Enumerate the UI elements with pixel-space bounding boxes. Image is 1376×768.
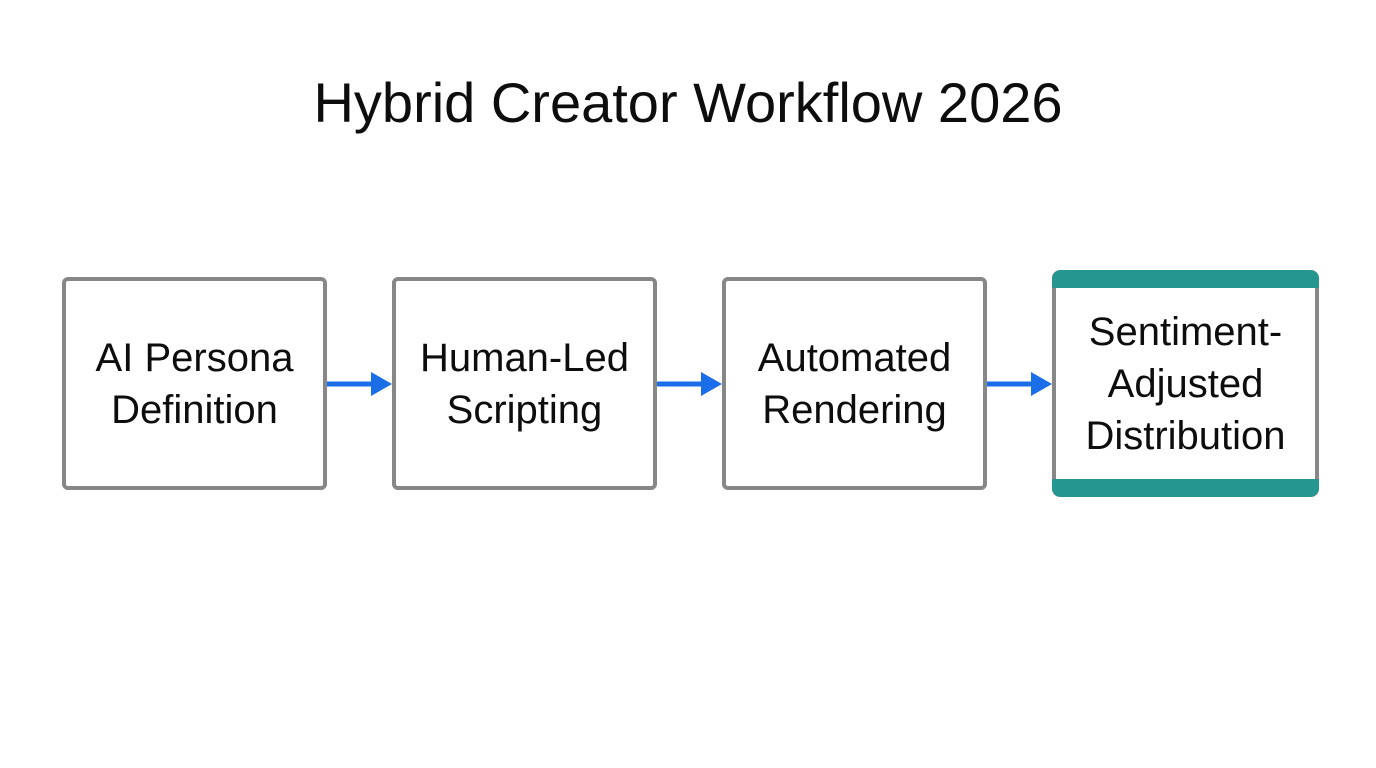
highlight-bar-bottom (1052, 479, 1319, 497)
flow-connector (327, 371, 392, 397)
flow-row: AI Persona Definition Human-Led Scriptin… (62, 270, 1319, 497)
node-label-area: Sentiment- Adjusted Distribution (1056, 288, 1315, 479)
node-label: Human-Led Scripting (419, 335, 629, 432)
flow-node-human-led-scripting: Human-Led Scripting (392, 277, 657, 490)
flow-node-automated-rendering: Automated Rendering (722, 277, 987, 490)
flow-connector (987, 371, 1052, 397)
node-label: Automated Rendering (757, 335, 952, 432)
flow-node-ai-persona-definition: AI Persona Definition (62, 277, 327, 490)
arrow-right-icon (327, 371, 392, 396)
node-label: AI Persona Definition (95, 335, 294, 432)
arrow-right-icon (657, 371, 722, 396)
node-label: Sentiment- Adjusted Distribution (1085, 309, 1286, 458)
flow-connector (657, 371, 722, 397)
flow-node-sentiment-adjusted-distribution: Sentiment- Adjusted Distribution (1052, 270, 1319, 497)
highlight-bar-top (1052, 270, 1319, 288)
diagram-title: Hybrid Creator Workflow 2026 (313, 71, 1063, 134)
arrow-right-icon (987, 371, 1052, 396)
